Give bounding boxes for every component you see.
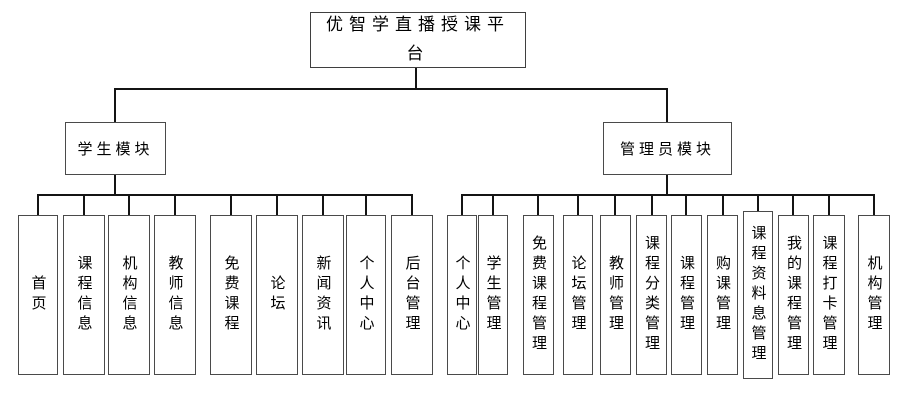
node-admin-personal-center: 个人中心 bbox=[447, 215, 477, 375]
leaf-label: 教师管理 bbox=[607, 255, 624, 335]
connector-line bbox=[722, 194, 724, 216]
leaf-label: 教师信息 bbox=[166, 255, 184, 335]
connector-line bbox=[461, 194, 463, 216]
leaf-label: 课程管理 bbox=[678, 255, 695, 335]
connector-line bbox=[415, 68, 417, 89]
node-student-news: 新闻资讯 bbox=[302, 215, 344, 375]
leaf-label: 论坛管理 bbox=[569, 255, 587, 335]
connector-line bbox=[685, 194, 687, 216]
node-student-home: 首页 bbox=[18, 215, 58, 375]
node-platform-root: 优智学直播授课平台 bbox=[310, 12, 526, 68]
node-admin-student-mgmt: 学生管理 bbox=[478, 215, 508, 375]
connector-line bbox=[492, 194, 494, 216]
connector-line bbox=[537, 194, 539, 216]
connector-line bbox=[114, 175, 116, 195]
node-student-module: 学生模块 bbox=[65, 122, 166, 175]
connector-line bbox=[666, 88, 668, 123]
leaf-label: 课程打卡管理 bbox=[820, 235, 838, 355]
leaf-label: 后台管理 bbox=[403, 255, 421, 335]
leaf-label: 机构管理 bbox=[865, 255, 883, 335]
connector-line bbox=[37, 194, 413, 196]
leaf-label: 免费课程 bbox=[222, 255, 240, 335]
connector-line bbox=[174, 194, 176, 216]
node-student-forum: 论坛 bbox=[256, 215, 298, 375]
connector-line bbox=[873, 194, 875, 216]
node-student-free-course: 免费课程 bbox=[210, 215, 252, 375]
connector-line bbox=[461, 194, 875, 196]
connector-line bbox=[792, 194, 794, 216]
node-admin-free-course-mgmt: 免费课程管理 bbox=[523, 215, 554, 375]
leaf-label: 论坛 bbox=[268, 275, 286, 315]
leaf-label: 学生管理 bbox=[484, 255, 502, 335]
root-title: 优智学直播授课平台 bbox=[326, 15, 510, 63]
leaf-label: 课程分类管理 bbox=[643, 235, 660, 355]
node-admin-purchase-mgmt: 购课管理 bbox=[707, 215, 738, 375]
leaf-label: 课程信息 bbox=[75, 255, 93, 335]
node-student-personal-center: 个人中心 bbox=[346, 215, 386, 375]
connector-line bbox=[365, 194, 367, 216]
connector-line bbox=[114, 88, 668, 90]
connector-line bbox=[666, 175, 668, 195]
node-admin-my-course-mgmt: 我的课程管理 bbox=[778, 215, 809, 375]
leaf-label: 课程资料息管理 bbox=[749, 225, 767, 365]
node-admin-course-checkin-mgmt: 课程打卡管理 bbox=[813, 215, 845, 375]
node-student-course-info: 课程信息 bbox=[63, 215, 105, 375]
node-admin-forum-mgmt: 论坛管理 bbox=[563, 215, 593, 375]
leaf-label: 首页 bbox=[29, 275, 47, 315]
node-student-teacher-info: 教师信息 bbox=[154, 215, 196, 375]
connector-line bbox=[411, 194, 413, 216]
connector-line bbox=[757, 194, 759, 212]
connector-line bbox=[614, 194, 616, 216]
node-admin-teacher-mgmt: 教师管理 bbox=[600, 215, 631, 375]
connector-line bbox=[577, 194, 579, 216]
connector-line bbox=[230, 194, 232, 216]
node-admin-module: 管理员模块 bbox=[603, 122, 732, 175]
connector-line bbox=[128, 194, 130, 216]
connector-line bbox=[114, 88, 116, 123]
connector-line bbox=[37, 194, 39, 216]
node-admin-course-category-mgmt: 课程分类管理 bbox=[636, 215, 667, 375]
connector-line bbox=[83, 194, 85, 216]
leaf-label: 新闻资讯 bbox=[314, 255, 332, 335]
connector-line bbox=[276, 194, 278, 216]
leaf-label: 免费课程管理 bbox=[530, 235, 547, 355]
node-student-backend-admin: 后台管理 bbox=[391, 215, 433, 375]
connector-line bbox=[651, 194, 653, 216]
leaf-label: 购课管理 bbox=[714, 255, 731, 335]
node-admin-org-mgmt: 机构管理 bbox=[858, 215, 890, 375]
leaf-label: 我的课程管理 bbox=[785, 235, 802, 355]
admin-module-label: 管理员模块 bbox=[619, 141, 715, 158]
student-module-label: 学生模块 bbox=[77, 141, 154, 158]
leaf-label: 机构信息 bbox=[120, 255, 138, 335]
connector-line bbox=[322, 194, 324, 216]
leaf-label: 个人中心 bbox=[357, 255, 375, 335]
node-admin-course-mgmt: 课程管理 bbox=[671, 215, 702, 375]
node-admin-course-material-mgmt: 课程资料息管理 bbox=[743, 211, 773, 379]
connector-line bbox=[828, 194, 830, 216]
node-student-org-info: 机构信息 bbox=[108, 215, 150, 375]
leaf-label: 个人中心 bbox=[453, 255, 471, 335]
